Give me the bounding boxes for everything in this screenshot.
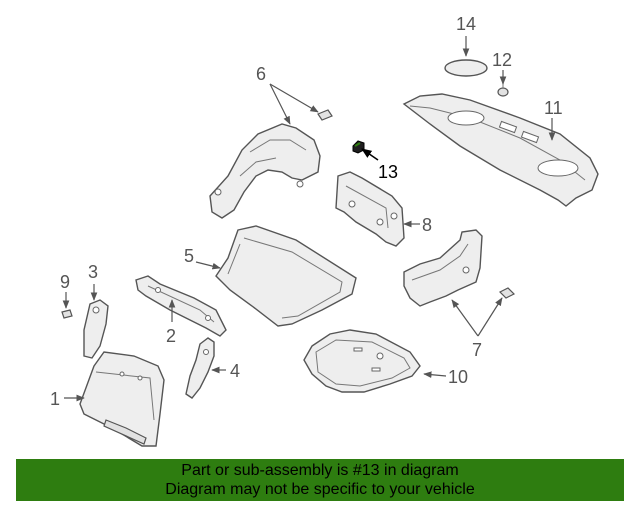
- callout-9: 9: [60, 272, 70, 292]
- callout-7: 7: [472, 340, 482, 360]
- callout-13: 13: [378, 162, 398, 182]
- callout-3: 3: [88, 262, 98, 282]
- part-1-trim-panel[interactable]: [79, 351, 165, 447]
- callout-10: 10: [448, 367, 468, 387]
- part-10-spare-cover[interactable]: [303, 329, 421, 393]
- part-12-clip[interactable]: [497, 84, 509, 97]
- part-4-bracket[interactable]: [185, 337, 215, 399]
- callout-6: 6: [256, 64, 266, 84]
- part-11-package-tray[interactable]: [402, 93, 599, 207]
- callout-1: 1: [50, 389, 60, 409]
- info-banner: Part or sub-assembly is #13 in diagram D…: [16, 459, 624, 501]
- callout-14: 14: [456, 14, 476, 34]
- part-3-bracket[interactable]: [83, 299, 109, 359]
- callout-12: 12: [492, 50, 512, 70]
- banner-line-2: Diagram may not be specific to your vehi…: [165, 481, 475, 498]
- part-14-pad[interactable]: [444, 59, 488, 77]
- part-2-bracket[interactable]: [135, 275, 227, 337]
- callout-11: 11: [544, 98, 563, 118]
- part-5-trunk-mat[interactable]: [215, 225, 357, 327]
- leader-lines: [62, 36, 556, 402]
- part-7-side-trim[interactable]: [403, 229, 516, 307]
- part-6-wheelhouse-trim[interactable]: [209, 109, 333, 219]
- callout-8: 8: [422, 215, 432, 235]
- part-8-bracket[interactable]: [335, 171, 405, 247]
- callout-4: 4: [230, 361, 240, 381]
- banner-line-1: Part or sub-assembly is #13 in diagram: [181, 462, 459, 479]
- part-9-clip[interactable]: [61, 309, 73, 319]
- callout-labels: 14 12 11 6 13 8 5 7 10 2 3 9 4 1: [50, 14, 563, 409]
- callout-5: 5: [184, 246, 194, 266]
- parts-diagram: 14 12 11 6 13 8 5 7 10 2 3 9 4 1: [50, 14, 599, 447]
- part-13-clip[interactable]: [352, 140, 365, 154]
- callout-2: 2: [166, 326, 176, 346]
